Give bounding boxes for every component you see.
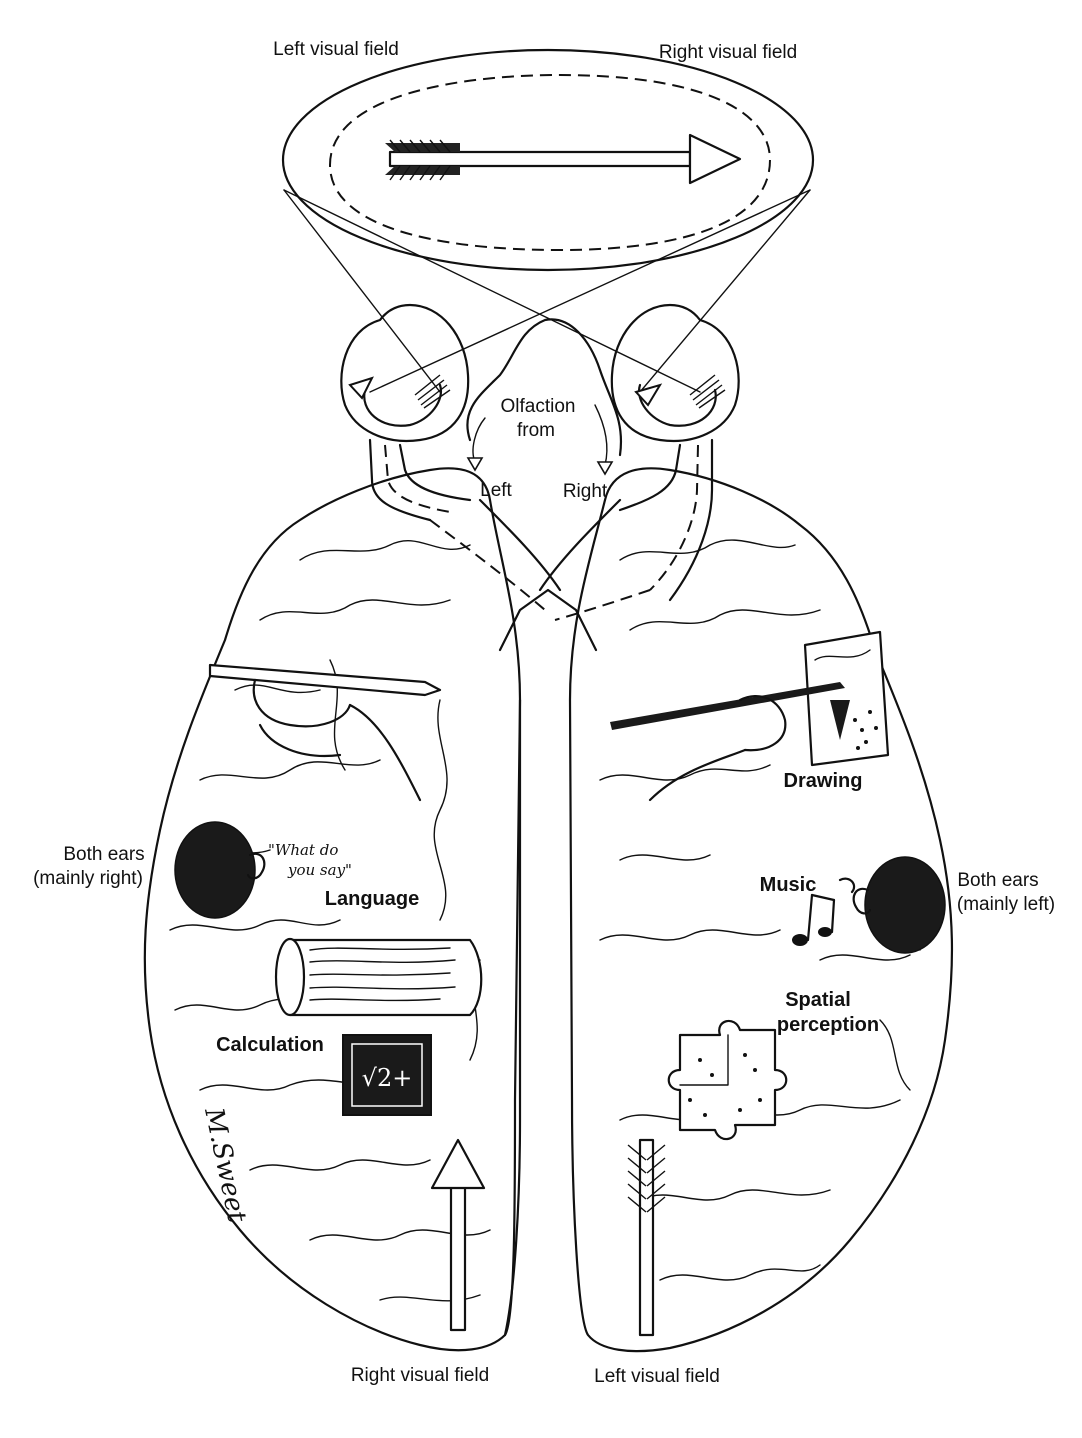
top-left-visual-field-label: Left visual field [273, 39, 399, 60]
arrow-shaft [388, 150, 692, 168]
head-icon-right [864, 856, 946, 954]
olfaction-right-label: Right [563, 481, 608, 502]
arrow-head [688, 133, 742, 185]
chalkboard-icon: √2+ [342, 1034, 432, 1116]
bottom-right-visual-field-label: Left visual field [594, 1366, 720, 1387]
music-label: Music [760, 874, 817, 896]
artist-signature: M.Sweet [198, 1104, 252, 1225]
spatial-label-line2: perception [777, 1014, 879, 1036]
arrow-feathers [385, 139, 460, 181]
scroll-icon [274, 937, 483, 1017]
speech-line-2: you say" [287, 861, 352, 879]
top-right-visual-field-label: Right visual field [659, 42, 797, 63]
ears-right-line1: Both ears [957, 870, 1038, 891]
visual-field-dashed-outline [328, 73, 772, 252]
olfactory-region [466, 318, 623, 476]
olfaction-left-label: Left [480, 480, 512, 501]
olfaction-label-line1: Olfaction [501, 396, 576, 417]
language-label: Language [325, 888, 419, 910]
bottom-left-visual-field-label: Right visual field [351, 1365, 489, 1386]
brush-hand-right [610, 682, 845, 802]
left-eye [340, 303, 472, 522]
bottom-right-arrow [627, 1138, 666, 1337]
calculation-label: Calculation [216, 1034, 324, 1056]
music-notes-icon [792, 877, 856, 946]
drawing-label: Drawing [784, 770, 863, 792]
right-hemisphere [568, 467, 954, 1353]
puzzle-icon [667, 1019, 788, 1141]
picture-easel [803, 630, 890, 767]
olfaction-label-line2: from [517, 420, 555, 441]
ears-left-line1: Both ears [63, 844, 144, 865]
speech-line-1: "What do [268, 841, 338, 859]
visual-field-arrow [385, 133, 742, 185]
spatial-label-line1: Spatial [785, 989, 851, 1011]
visual-field-top [281, 48, 815, 393]
chalkboard-text: √2+ [362, 1064, 413, 1092]
signature-text: M.Sweet [198, 1104, 252, 1225]
speech-bubble: "What do you say" [268, 841, 352, 879]
ears-left-line2: (mainly right) [33, 868, 143, 889]
head-icon [174, 821, 256, 919]
visual-field-ellipse [281, 48, 815, 272]
pencil-hand-left [208, 663, 442, 802]
head-listening-right [852, 856, 946, 954]
optic-chiasm [429, 498, 651, 652]
sight-lines [283, 189, 811, 393]
ears-right-line2: (mainly left) [957, 894, 1055, 915]
head-listening-left [174, 821, 266, 919]
bottom-left-arrow [430, 1138, 486, 1332]
